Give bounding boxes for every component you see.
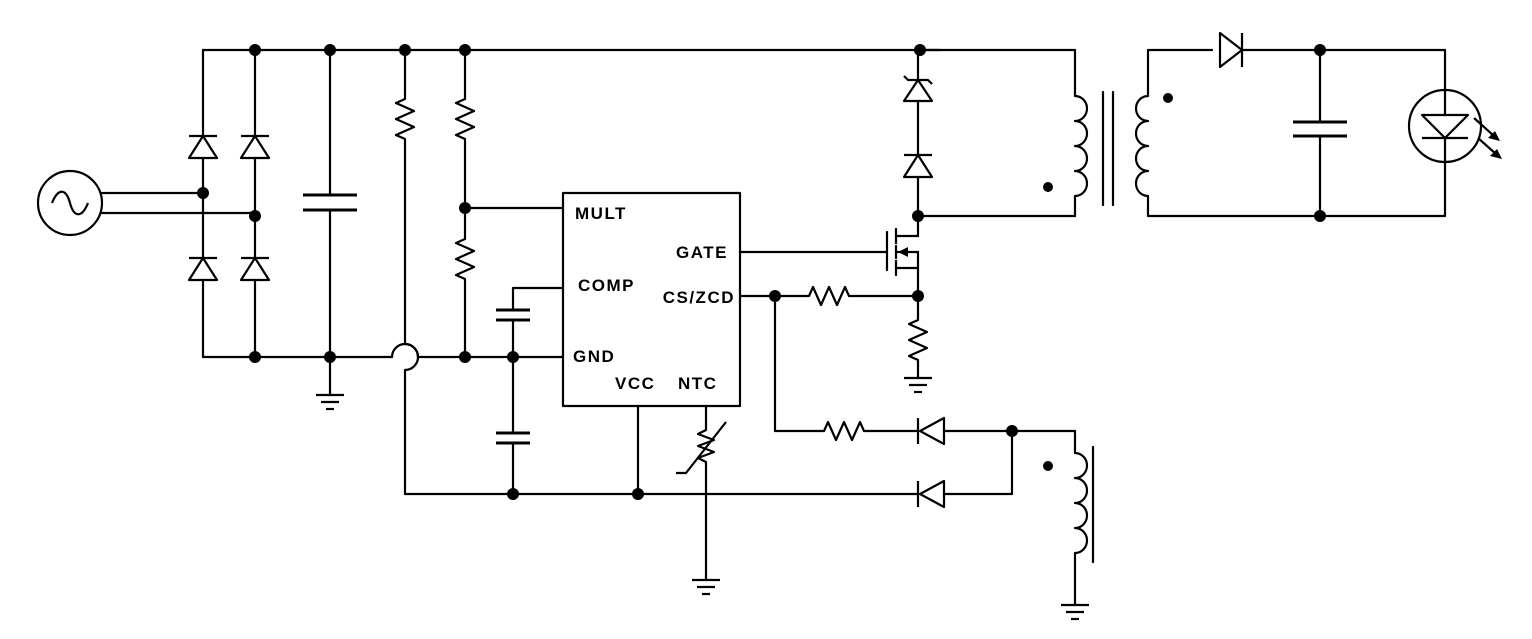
- cs-series-resistor: [738, 285, 920, 307]
- comp-capacitor: [496, 286, 565, 359]
- transformer-core: [1101, 90, 1115, 207]
- pin-vcc-label: VCC: [615, 374, 655, 393]
- pin-gate-label: GATE: [676, 243, 728, 262]
- ac-source-symbol: [36, 169, 104, 237]
- mult-divider: [454, 48, 565, 359]
- pin-gnd-label: GND: [573, 347, 615, 366]
- output-capacitor: [1293, 48, 1347, 218]
- startup-resistor: [394, 48, 920, 496]
- pin-mult-label: MULT: [575, 204, 627, 223]
- controller-ic: MULT GATE COMP CS/ZCD GND VCC NTC: [561, 191, 742, 408]
- bridge-diode-3: [187, 256, 219, 282]
- zcd-path: [773, 294, 1014, 446]
- bridge-diode-2: [239, 134, 271, 160]
- clamp-zener-diode: [902, 48, 934, 220]
- secondary-winding: [1134, 48, 1447, 218]
- aux-winding: [1010, 429, 1095, 621]
- ac-input-wires: [100, 191, 257, 215]
- junction-dots: [197, 44, 1326, 500]
- led-load: [1407, 48, 1502, 218]
- primary-winding: [916, 48, 1089, 218]
- pin-comp-label: COMP: [578, 276, 635, 295]
- pin-ntc-label: NTC: [678, 374, 717, 393]
- vcc-capacitor: [496, 355, 530, 496]
- output-diode: [1218, 31, 1447, 69]
- bulk-capacitor: [303, 48, 357, 411]
- power-mosfet: [885, 216, 920, 298]
- bridge-diode-4: [239, 256, 271, 282]
- ntc-thermistor: [676, 404, 727, 596]
- bridge-diode-1: [187, 134, 219, 160]
- vcc-aux-diode: [916, 429, 1014, 509]
- pin-cs-zcd-label: CS/ZCD: [663, 288, 735, 307]
- bridge-rectifier: [187, 48, 271, 359]
- sense-resistor: [902, 294, 934, 394]
